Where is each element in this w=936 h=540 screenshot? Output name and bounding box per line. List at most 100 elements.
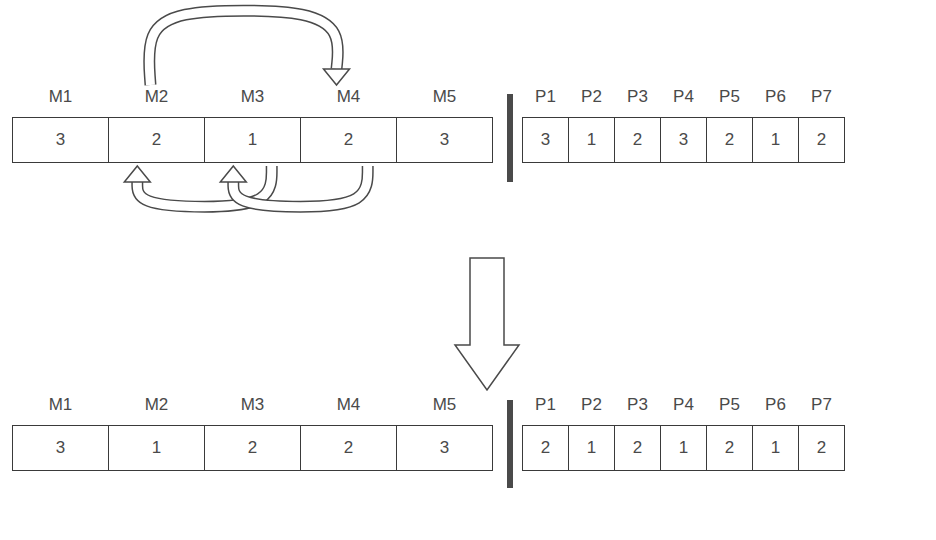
cell-box: 1 bbox=[752, 117, 799, 163]
gene-value: 3 bbox=[56, 438, 65, 458]
cell-box: 1 bbox=[108, 425, 205, 471]
gene-cell: M5 3 bbox=[396, 395, 493, 471]
cell-box: 1 bbox=[752, 425, 799, 471]
cell-box: 2 bbox=[204, 425, 301, 471]
position-label: M5 bbox=[396, 87, 493, 107]
position-label: M1 bbox=[12, 87, 109, 107]
position-label: P3 bbox=[614, 87, 661, 107]
gene-cell: M4 2 bbox=[300, 395, 397, 471]
arrow-head bbox=[220, 166, 246, 182]
cell-box: 3 bbox=[396, 117, 493, 163]
arrow-body bbox=[233, 166, 367, 207]
gene-cell: M2 1 bbox=[108, 395, 205, 471]
position-label: P7 bbox=[798, 87, 845, 107]
gene-cell: P5 2 bbox=[706, 87, 753, 163]
position-label: P3 bbox=[614, 395, 661, 415]
gene-value: 1 bbox=[587, 130, 596, 150]
gene-cell: P6 1 bbox=[752, 87, 799, 163]
gene-cell: M3 2 bbox=[204, 395, 301, 471]
cell-box: 2 bbox=[706, 117, 753, 163]
position-label: M2 bbox=[108, 87, 205, 107]
gene-value: 2 bbox=[152, 130, 161, 150]
cell-box: 1 bbox=[660, 425, 707, 471]
gene-value: 1 bbox=[248, 130, 257, 150]
cell-box: 3 bbox=[522, 117, 569, 163]
cell-box: 1 bbox=[204, 117, 301, 163]
gene-value: 3 bbox=[440, 130, 449, 150]
gene-value: 1 bbox=[771, 438, 780, 458]
cell-box: 2 bbox=[798, 117, 845, 163]
cell-box: 3 bbox=[12, 117, 109, 163]
position-label: M2 bbox=[108, 395, 205, 415]
position-label: M4 bbox=[300, 395, 397, 415]
arrow-outline bbox=[149, 11, 338, 85]
transition-arrow bbox=[455, 258, 519, 390]
position-label: P6 bbox=[752, 87, 799, 107]
gene-cell: P2 1 bbox=[568, 395, 615, 471]
gene-value: 2 bbox=[817, 130, 826, 150]
gene-cell: P5 2 bbox=[706, 395, 753, 471]
gene-value: 2 bbox=[633, 130, 642, 150]
position-label: M5 bbox=[396, 395, 493, 415]
arrow-head bbox=[124, 166, 150, 182]
cell-box: 2 bbox=[300, 425, 397, 471]
arrow-body bbox=[149, 11, 338, 85]
gene-value: 2 bbox=[725, 130, 734, 150]
gene-value: 2 bbox=[541, 438, 550, 458]
position-label: P5 bbox=[706, 395, 753, 415]
gene-cell: P4 1 bbox=[660, 395, 707, 471]
position-label: P4 bbox=[660, 87, 707, 107]
cell-box: 2 bbox=[798, 425, 845, 471]
gene-cell: P1 2 bbox=[522, 395, 569, 471]
arrow-outline bbox=[233, 166, 367, 207]
position-label: P1 bbox=[522, 395, 569, 415]
position-label: P4 bbox=[660, 395, 707, 415]
position-label: P2 bbox=[568, 395, 615, 415]
gene-cell: P3 2 bbox=[614, 395, 661, 471]
cell-box: 1 bbox=[568, 425, 615, 471]
move-arrow bbox=[149, 11, 349, 85]
gene-value: 1 bbox=[152, 438, 161, 458]
gene-cell: M5 3 bbox=[396, 87, 493, 163]
cell-box: 2 bbox=[108, 117, 205, 163]
separator-bar bbox=[507, 400, 513, 488]
cell-box: 3 bbox=[396, 425, 493, 471]
arrow-head bbox=[324, 69, 350, 85]
gene-value: 2 bbox=[344, 130, 353, 150]
gene-cell: P1 3 bbox=[522, 87, 569, 163]
gene-cell: M1 3 bbox=[12, 395, 109, 471]
gene-value: 2 bbox=[725, 438, 734, 458]
gene-cell: M1 3 bbox=[12, 87, 109, 163]
cell-box: 2 bbox=[300, 117, 397, 163]
cell-box: 2 bbox=[614, 425, 661, 471]
position-label: M1 bbox=[12, 395, 109, 415]
gene-value: 2 bbox=[817, 438, 826, 458]
position-label: P6 bbox=[752, 395, 799, 415]
gene-value: 2 bbox=[633, 438, 642, 458]
gene-value: 1 bbox=[587, 438, 596, 458]
gene-cell: P7 2 bbox=[798, 87, 845, 163]
cell-box: 3 bbox=[660, 117, 707, 163]
gene-value: 2 bbox=[344, 438, 353, 458]
position-label: P5 bbox=[706, 87, 753, 107]
cell-box: 3 bbox=[12, 425, 109, 471]
gene-value: 3 bbox=[679, 130, 688, 150]
gene-cell: M31 bbox=[204, 87, 301, 163]
gene-value: 1 bbox=[771, 130, 780, 150]
gene-cell: P4 3 bbox=[660, 87, 707, 163]
gene-value: 2 bbox=[248, 438, 257, 458]
gene-cell: P72 bbox=[798, 395, 845, 471]
gene-value: 3 bbox=[440, 438, 449, 458]
gene-value: 1 bbox=[679, 438, 688, 458]
gene-cell: M2 2 bbox=[108, 87, 205, 163]
position-label: P1 bbox=[522, 87, 569, 107]
cell-box: 2 bbox=[706, 425, 753, 471]
position-label: M3 bbox=[204, 395, 301, 415]
cell-box: 2 bbox=[522, 425, 569, 471]
cell-box: 2 bbox=[614, 117, 661, 163]
position-label: P2 bbox=[568, 87, 615, 107]
gene-value: 3 bbox=[541, 130, 550, 150]
cell-box: 1 bbox=[568, 117, 615, 163]
gene-cell: P3 2 bbox=[614, 87, 661, 163]
